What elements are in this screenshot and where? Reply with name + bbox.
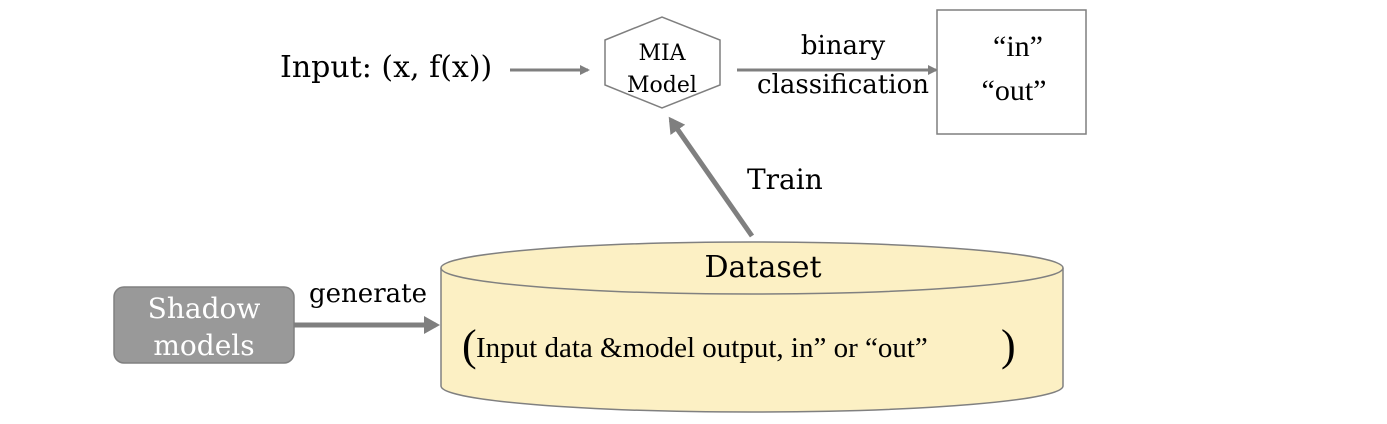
binary-classification-label-line1: binary xyxy=(801,31,886,61)
output-box: “in” “out” xyxy=(936,9,1087,135)
dataset-cylinder-body xyxy=(440,268,1064,413)
dataset-title: Dataset xyxy=(704,250,821,285)
dataset-cylinder: Dataset ( Input data &model output, in” … xyxy=(440,241,1064,413)
dataset-cylinder-top xyxy=(440,241,1064,295)
shadow-models-label-line1: Shadow xyxy=(148,292,261,325)
binary-classification-label-line2: classification xyxy=(757,70,929,100)
dataset-close-paren: ) xyxy=(1001,321,1016,370)
dataset-content: Input data &model output, in” or “out” xyxy=(476,332,928,364)
shadow-models-label-line2: models xyxy=(153,329,254,362)
output-box-border xyxy=(936,9,1087,135)
arrow-dataset-to-mia xyxy=(668,116,755,238)
mia-model-node: MIA Model xyxy=(604,16,721,109)
shadow-models-node: Shadow models xyxy=(113,286,295,364)
generate-label: generate xyxy=(309,279,427,309)
input-label: Input: (x, f(x)) xyxy=(280,50,492,85)
mia-model-label-line2: Model xyxy=(627,73,697,98)
train-label: Train xyxy=(747,163,823,196)
mia-model-label-line1: MIA xyxy=(638,41,686,66)
mia-model-hexagon xyxy=(604,16,721,109)
output-in-label: “in” xyxy=(993,30,1043,63)
dataset-open-paren: ( xyxy=(462,321,477,370)
output-out-label: “out” xyxy=(982,74,1047,107)
